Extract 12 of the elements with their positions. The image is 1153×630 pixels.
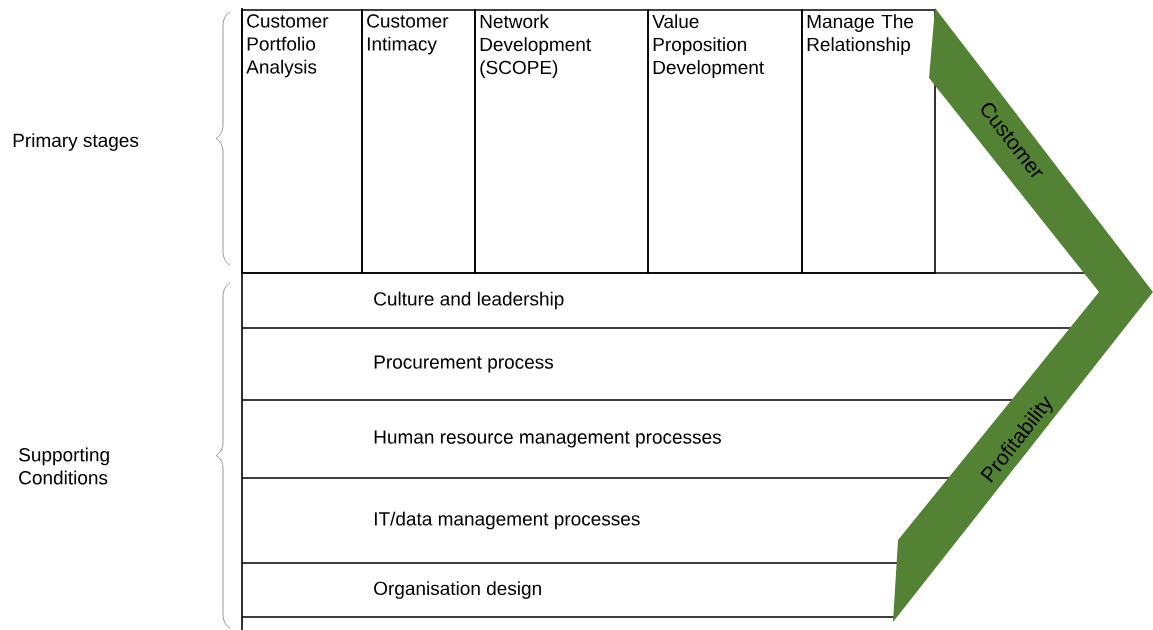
stage-cell: Manage The Relationship [801, 9, 936, 274]
condition-label: Organisation design [374, 581, 541, 599]
condition-label: IT/data management processes [374, 511, 640, 530]
condition-label: Culture and leadership [374, 291, 564, 310]
group-label: Supporting Conditions [19, 447, 109, 485]
stage-cell: Network Development (SCOPE) [474, 9, 649, 274]
condition-label: Human resource management processes [374, 430, 721, 448]
group-label: Primary stages [13, 133, 139, 151]
stage-cell: Value Proposition Development [647, 9, 803, 274]
stage-cell: Customer Intimacy [361, 9, 476, 274]
condition-label: Procurement process [374, 355, 554, 373]
stage-cell: Customer Portfolio Analysis [241, 9, 363, 274]
